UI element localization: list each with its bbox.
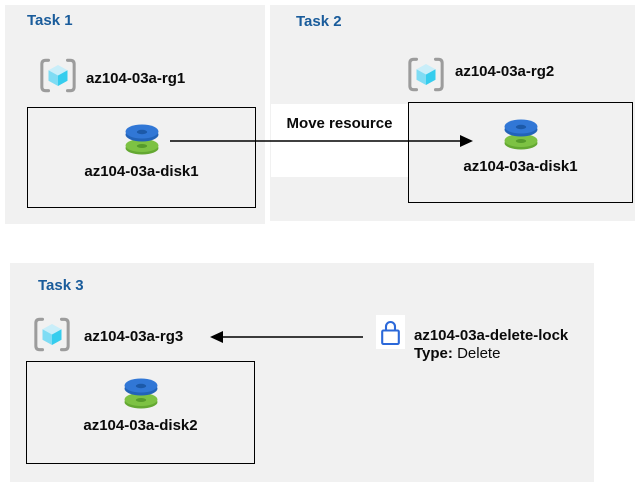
task2-resource-group-label: az104-03a-rg2 <box>455 63 555 80</box>
move-resource-caption: Move resource <box>271 104 408 177</box>
task1-panel <box>5 5 265 224</box>
task1-resource-box: az104-03a-disk1 <box>27 107 256 208</box>
task2-resource-box: az104-03a-disk1 <box>408 102 633 203</box>
resource-group-icon <box>408 57 444 92</box>
lock-name: az104-03a-delete-lock <box>414 327 569 344</box>
task1-resource-group-label: az104-03a-rg1 <box>86 70 186 87</box>
disk-icon <box>125 124 158 155</box>
lock-type-line: Type: Delete <box>414 345 568 363</box>
resource-group-icon <box>34 317 70 352</box>
task3-resource-group-label: az104-03a-rg3 <box>84 328 184 345</box>
lock-icon-box <box>376 315 405 349</box>
resource-group-icon <box>40 58 76 93</box>
move-resource-label: Move resource <box>286 115 393 132</box>
disk-icon <box>124 378 157 409</box>
disk-icon <box>504 119 537 150</box>
task1-title: Task 1 <box>27 12 73 29</box>
task3-panel <box>10 263 594 482</box>
task3-resource-box: az104-03a-disk2 <box>26 361 255 464</box>
task1-disk-label: az104-03a-disk1 <box>84 163 199 180</box>
lock-type-label: Type: <box>414 345 453 362</box>
task2-disk-label: az104-03a-disk1 <box>463 158 578 175</box>
lock-icon <box>381 320 400 346</box>
task2-title: Task 2 <box>296 13 342 30</box>
lock-caption: az104-03a-delete-lock Type: Delete <box>414 327 568 363</box>
task3-disk-label: az104-03a-disk2 <box>83 417 198 434</box>
lock-type-value: Delete <box>457 345 501 362</box>
task3-title: Task 3 <box>38 277 84 294</box>
